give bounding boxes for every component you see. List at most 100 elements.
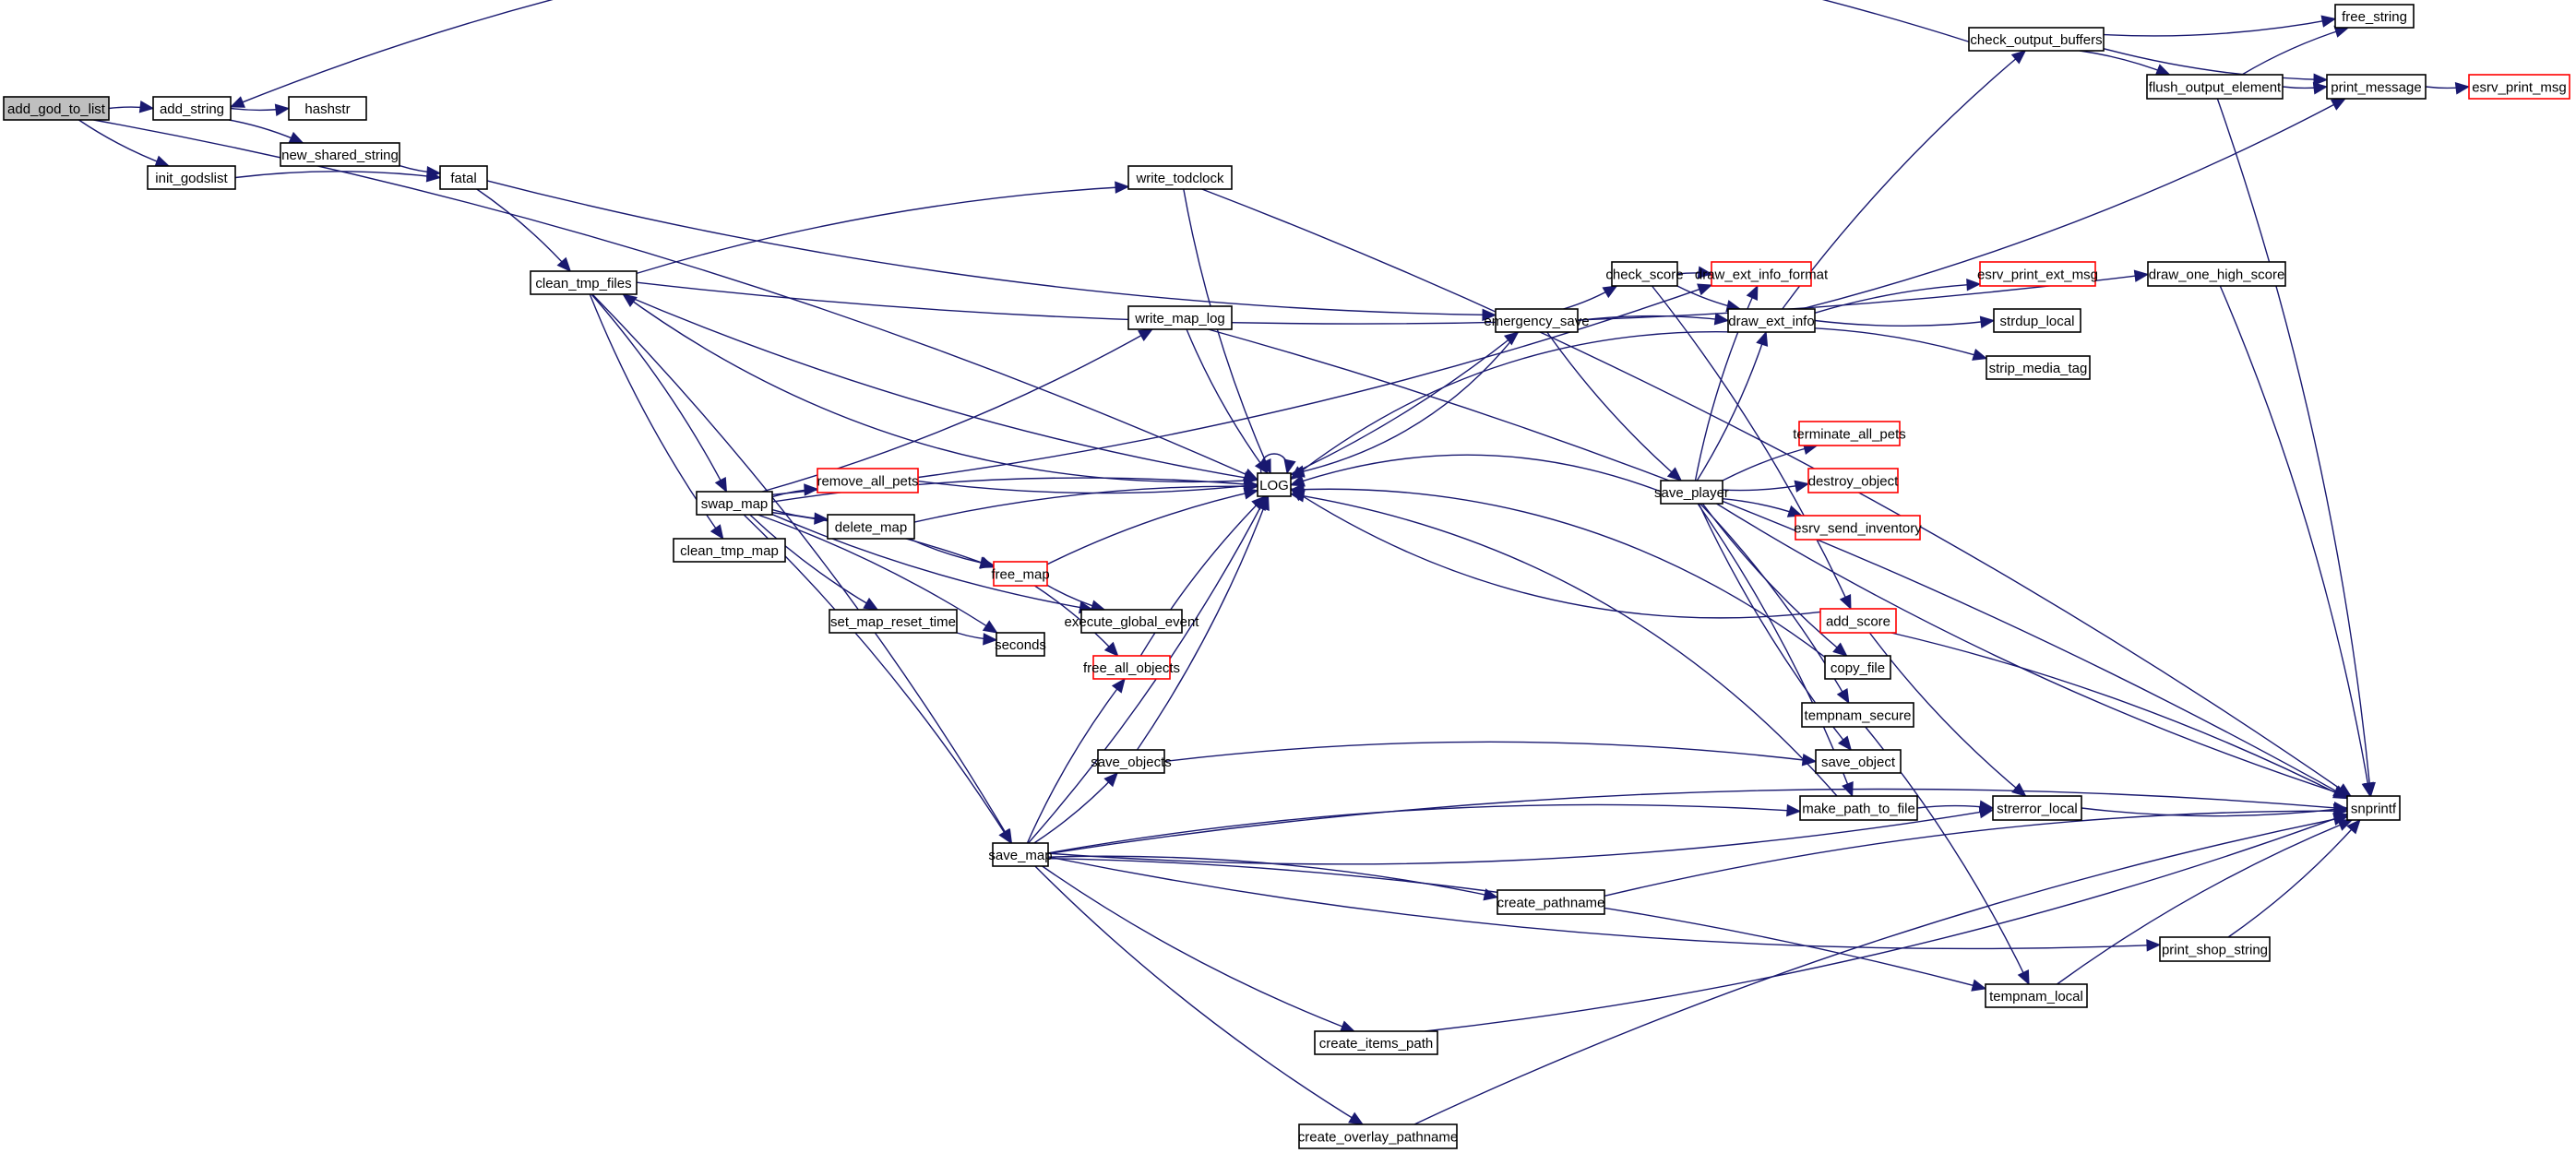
node-seconds[interactable]: seconds [995, 632, 1046, 657]
edge-LOG-to-LOG [1259, 453, 1296, 475]
edge-line [590, 293, 728, 493]
arrowhead-icon [2017, 969, 2030, 986]
node-emergency_save[interactable]: emergency_save [1484, 308, 1590, 333]
node-set_map_reset_time[interactable]: set_map_reset_time [829, 609, 958, 634]
node-delete_map[interactable]: delete_map [827, 514, 915, 540]
edge-make_path_to_file-to-LOG [1289, 490, 1838, 797]
edge-line [1604, 810, 2348, 897]
node-check_output_buffers[interactable]: check_output_buffers [1968, 27, 2105, 52]
node-strip_media_tag[interactable]: strip_media_tag [1986, 355, 2091, 380]
node-save_map[interactable]: save_map [988, 842, 1053, 867]
node-save_object[interactable]: save_object [1815, 749, 1902, 774]
node-write_todclock[interactable]: write_todclock [1127, 165, 1233, 190]
edge-write_map_log-to-snprintf [1208, 328, 2349, 798]
node-hashstr[interactable]: hashstr [288, 96, 367, 121]
edge-line [757, 514, 998, 634]
edge-line [2081, 807, 2348, 817]
node-box [1798, 421, 1901, 446]
edge-line [1290, 488, 1826, 658]
node-box [439, 165, 488, 190]
node-clean_tmp_map[interactable]: clean_tmp_map [673, 538, 786, 563]
node-snprintf[interactable]: snprintf [2346, 795, 2401, 821]
node-draw_ext_info[interactable]: draw_ext_info [1727, 308, 1816, 333]
edge-flush_output_element-to-snprintf [2216, 98, 2376, 798]
arrowhead-icon [1289, 474, 1306, 487]
arrowhead-icon [1348, 1111, 1365, 1125]
node-create_items_path[interactable]: create_items_path [1314, 1030, 1438, 1055]
node-free_string[interactable]: free_string [2334, 4, 2415, 29]
arrowhead-icon [1339, 1020, 1356, 1033]
node-strerror_local[interactable]: strerror_local [1992, 795, 2082, 821]
edge-draw_ext_info-to-esrv_print_ext_msg [1814, 278, 1982, 314]
node-esrv_print_ext_msg[interactable]: esrv_print_ext_msg [1977, 261, 2098, 287]
node-print_shop_string[interactable]: print_shop_string [2159, 936, 2271, 962]
node-box [2147, 261, 2286, 287]
node-save_objects[interactable]: save_objects [1091, 749, 1172, 774]
node-label: strerror_local [1997, 802, 2078, 817]
node-print_message[interactable]: print_message [2326, 74, 2427, 100]
arrowhead-icon [1289, 490, 1306, 503]
edge-add_string-to-hashstr [230, 103, 291, 116]
edge-line [1047, 857, 1986, 990]
node-free_map[interactable]: free_map [991, 561, 1050, 587]
node-label: strip_media_tag [1989, 361, 2088, 376]
node-add_score[interactable]: add_score [1819, 608, 1897, 634]
node-fatal[interactable]: fatal [439, 165, 488, 190]
node-init_godslist[interactable]: init_godslist [147, 165, 236, 190]
node-free_all_objects[interactable]: free_all_objects [1083, 655, 1180, 680]
node-check_score[interactable]: check_score [1605, 261, 1684, 287]
node-new_shared_string[interactable]: new_shared_string [280, 142, 400, 167]
edge-create_overlay_pathname-to-snprintf [1413, 813, 2349, 1125]
node-label: fatal [450, 171, 476, 186]
edge-write_todclock-to-LOG [1183, 188, 1271, 475]
node-label: snprintf [2351, 802, 2397, 817]
edge-line [1201, 188, 2352, 797]
node-strdup_local[interactable]: strdup_local [1993, 308, 2081, 333]
node-add_god_to_list[interactable]: add_god_to_list [3, 96, 110, 121]
node-execute_global_event[interactable]: execute_global_event [1065, 609, 1200, 634]
edge-line [2219, 285, 2371, 797]
arrowhead-icon [1786, 505, 1803, 517]
node-label: check_score [1605, 267, 1683, 283]
edge-line [1696, 331, 1767, 481]
node-LOG[interactable]: LOG [1257, 472, 1292, 497]
arrowhead-icon [1786, 803, 1802, 817]
edge-line [1042, 865, 1355, 1032]
node-destroy_object[interactable]: destroy_object [1807, 468, 1899, 493]
node-tempnam_local[interactable]: tempnam_local [1985, 983, 2088, 1008]
node-draw_ext_info_format[interactable]: draw_ext_info_format [1695, 261, 1829, 287]
edge-line [2103, 48, 2328, 81]
edge-line [636, 185, 1129, 275]
node-draw_one_high_score[interactable]: draw_one_high_score [2147, 261, 2286, 287]
node-label: tempnam_secure [1805, 708, 1912, 724]
edge-line [234, 171, 441, 179]
node-flush_output_element[interactable]: flush_output_element [2146, 74, 2284, 100]
node-remove_all_pets[interactable]: remove_all_pets [817, 468, 919, 493]
node-label: hashstr [304, 101, 350, 117]
node-create_overlay_pathname[interactable]: create_overlay_pathname [1298, 1123, 1458, 1149]
node-clean_tmp_files[interactable]: clean_tmp_files [530, 270, 638, 295]
node-create_pathname[interactable]: create_pathname [1497, 889, 1605, 915]
node-save_player[interactable]: save_player [1654, 480, 1729, 505]
node-add_string[interactable]: add_string [152, 96, 232, 121]
node-label: init_godslist [155, 171, 228, 186]
node-terminate_all_pets[interactable]: terminate_all_pets [1793, 421, 1906, 446]
edge-free_map-to-LOG [1046, 487, 1259, 565]
edge-fatal-to-clean_tmp_files [476, 188, 572, 272]
edge-line [1136, 495, 1270, 751]
node-tempnam_secure[interactable]: tempnam_secure [1801, 702, 1914, 728]
node-write_map_log[interactable]: write_map_log [1127, 305, 1233, 330]
node-swap_map[interactable]: swap_map [696, 491, 773, 516]
node-copy_file[interactable]: copy_file [1824, 655, 1891, 680]
node-box [1660, 480, 1723, 505]
edge-line [1425, 814, 2348, 1032]
edge-line [1034, 865, 1364, 1125]
node-make_path_to_file[interactable]: make_path_to_file [1799, 795, 1918, 821]
node-esrv_send_inventory[interactable]: esrv_send_inventory [1794, 515, 1922, 541]
edge-save_map-to-create_items_path [1042, 865, 1356, 1033]
arrowhead-icon [288, 131, 304, 144]
node-esrv_print_msg[interactable]: esrv_print_msg [2468, 74, 2570, 100]
arrowhead-icon [1482, 308, 1497, 322]
edge-line [1814, 283, 1981, 314]
node-label: draw_one_high_score [2149, 267, 2285, 283]
